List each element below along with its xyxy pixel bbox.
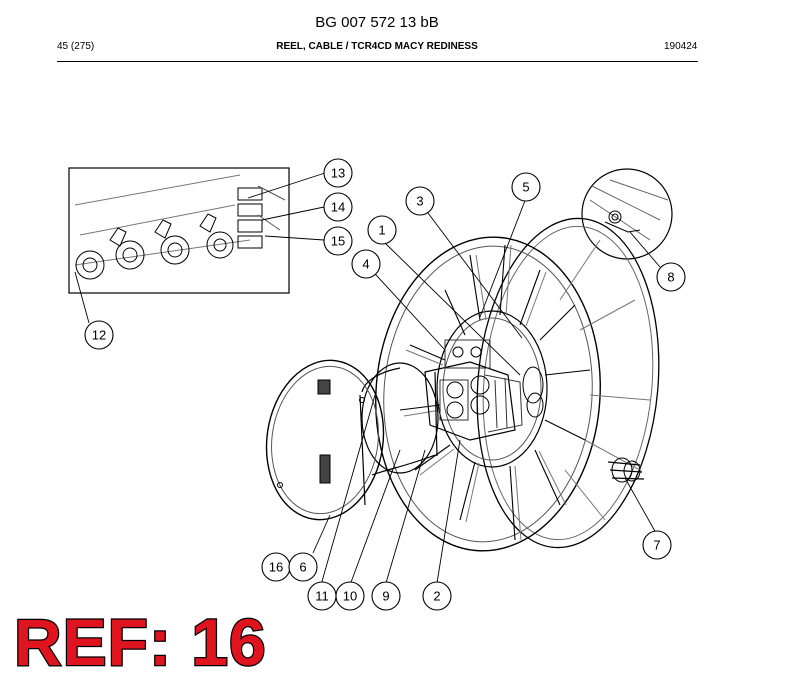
- front-flange: [375, 236, 651, 552]
- callout-12: 12: [92, 328, 106, 343]
- callout-16: 16: [269, 560, 283, 575]
- leader-lines: [74, 172, 661, 586]
- end-cover: [265, 359, 385, 521]
- connector-detail-inset: [68, 167, 290, 294]
- callout-6: 6: [299, 560, 306, 575]
- callout-2: 2: [433, 589, 440, 604]
- cable-gland: [607, 457, 645, 483]
- rear-flange: [476, 217, 660, 549]
- mount-detail-circle: [581, 168, 673, 260]
- reference-label: REF: 16: [13, 604, 267, 680]
- callout-1: 1: [378, 223, 385, 238]
- callout-9: 9: [382, 589, 389, 604]
- callout-11: 11: [315, 589, 329, 604]
- callout-15: 15: [331, 234, 345, 249]
- callout-bubbles: [84, 158, 686, 611]
- callout-10: 10: [343, 589, 357, 604]
- callout-14: 14: [331, 200, 345, 215]
- callout-5: 5: [522, 180, 529, 195]
- callout-8: 8: [667, 270, 674, 285]
- revision-date: 190424: [664, 41, 698, 52]
- callout-4: 4: [362, 257, 369, 272]
- header-rule: [57, 61, 698, 62]
- hub-assembly: [424, 339, 544, 441]
- callout-3: 3: [416, 194, 423, 209]
- page-number: 45 (275): [57, 41, 95, 52]
- callout-13: 13: [331, 166, 345, 181]
- callout-7: 7: [653, 538, 660, 553]
- page-title: REEL, CABLE / TCR4CD MACY REDINESS: [276, 41, 478, 52]
- document-id: BG 007 572 13 bB: [315, 14, 439, 31]
